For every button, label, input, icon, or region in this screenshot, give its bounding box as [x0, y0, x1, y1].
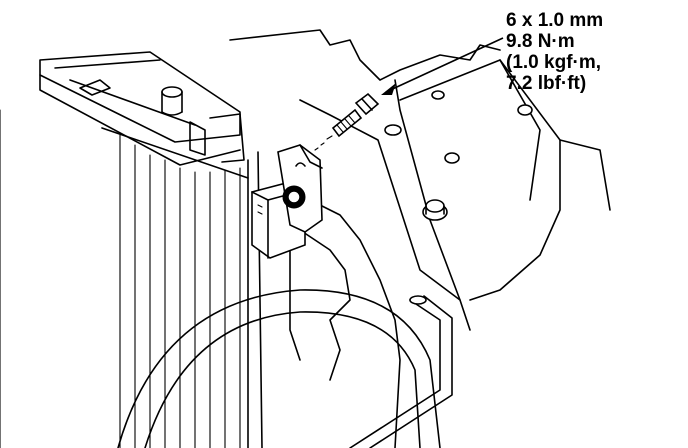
- fan-shroud: [117, 289, 441, 448]
- sensor-icon: [251, 144, 323, 259]
- bolt-size-label: 6 x 1.0 mm: [506, 10, 604, 31]
- leader-arrow: [381, 37, 504, 95]
- torque-lbfft-label: 7.2 lbf·ft): [506, 73, 587, 94]
- radiator: [0, 51, 263, 448]
- torque-kgfm-label: (1.0 kgf·m,: [506, 52, 602, 73]
- torque-spec-callout: 6 x 1.0 mm 9.8 N·m (1.0 kgf·m, 7.2 lbf·f…: [506, 10, 684, 94]
- bolt-icon: [314, 92, 380, 151]
- engine-bracket: [229, 29, 611, 448]
- torque-nm-label: 9.8 N·m: [506, 31, 575, 52]
